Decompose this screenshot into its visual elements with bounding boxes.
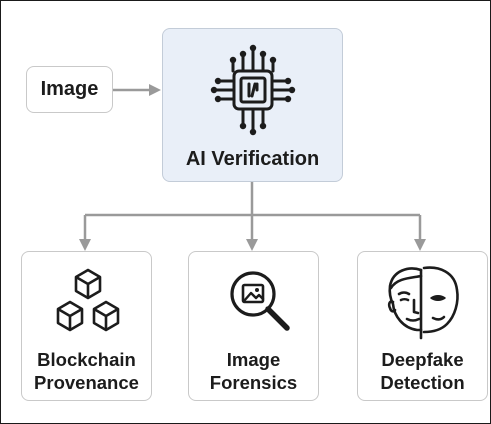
label-line-2: Provenance (34, 372, 139, 393)
output-node-image-forensics: Image Forensics (188, 251, 319, 401)
arrowhead-to-forensics (246, 239, 258, 251)
magnifier-image-icon (230, 271, 290, 331)
output-node-blockchain-provenance: Blockchain Provenance (21, 251, 152, 401)
image-forensics-label: Image Forensics (189, 348, 318, 394)
cubes-icon (56, 268, 120, 332)
input-node-label: Image (40, 78, 99, 100)
arrowhead-to-blockchain (79, 239, 91, 251)
blockchain-provenance-label: Blockchain Provenance (22, 348, 151, 394)
label-line-1: Blockchain (37, 349, 136, 370)
label-line-1: Deepfake (381, 349, 464, 370)
label-line-2: Forensics (209, 372, 298, 393)
face-split-icon (387, 266, 459, 340)
arrowhead-to-ai (149, 84, 161, 96)
chip-icon (210, 44, 296, 136)
deepfake-detection-label: Deepfake Detection (358, 348, 487, 394)
label-line-2: Detection (380, 372, 465, 393)
ai-verification-node: AI Verification (162, 28, 343, 182)
input-node-image: Image (26, 66, 113, 113)
ai-node-label: AI Verification (185, 148, 320, 170)
arrowhead-to-deepfake (414, 239, 426, 251)
output-node-deepfake-detection: Deepfake Detection (357, 251, 488, 401)
label-line-1: Image (226, 349, 281, 370)
